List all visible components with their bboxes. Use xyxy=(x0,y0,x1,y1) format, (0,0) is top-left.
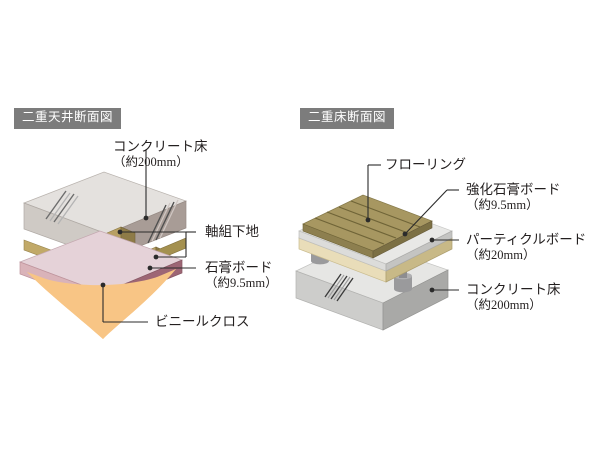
label-floor-reinforced-gypsum-sub: （約9.5mm） xyxy=(466,198,539,213)
ceiling-concrete-slab xyxy=(23,171,187,260)
floor-leader-lines xyxy=(365,164,459,293)
label-ceiling-gypsum-text: 石膏ボード xyxy=(205,260,273,275)
floor-particle-board xyxy=(298,205,453,283)
pedestal xyxy=(394,257,412,293)
label-ceiling-vinyl: ビニールクロス xyxy=(155,314,250,330)
pedestal xyxy=(352,221,368,249)
label-floor-concrete-text: コンクリート床 xyxy=(466,282,561,297)
ceiling-vinyl-cloth xyxy=(27,269,176,339)
plank-seams xyxy=(314,200,421,245)
ceiling-concrete-hatch-left xyxy=(45,190,79,225)
label-floor-flooring-text: フローリング xyxy=(385,157,466,172)
label-ceiling-gypsum-sub: （約9.5mm） xyxy=(205,276,278,291)
ceiling-concrete-hatch-right xyxy=(147,199,179,244)
floor-concrete-slab xyxy=(295,239,449,331)
label-ceiling-framing: 軸組下地 xyxy=(205,224,259,240)
label-ceiling-gypsum: 石膏ボード （約9.5mm） xyxy=(205,260,278,292)
label-ceiling-concrete-sub: （約200mm） xyxy=(113,155,189,170)
label-floor-particle-board-text: パーティクルボード xyxy=(466,232,587,247)
label-floor-flooring: フローリング xyxy=(385,157,466,173)
label-ceiling-concrete-text: コンクリート床 xyxy=(113,139,208,154)
floor-assembly xyxy=(295,164,459,331)
floor-flooring-planks xyxy=(302,194,433,259)
floor-support-pedestals xyxy=(311,221,412,293)
label-ceiling-framing-text: 軸組下地 xyxy=(205,224,259,239)
ceiling-gypsum-board xyxy=(19,230,183,306)
label-floor-concrete-sub: （約200mm） xyxy=(466,298,542,313)
floor-reinforced-gypsum-board xyxy=(298,198,453,272)
panel-title-ceiling: 二重天井断面図 xyxy=(14,108,122,129)
label-floor-reinforced-gypsum-text: 強化石膏ボード xyxy=(466,182,561,197)
label-floor-particle-board: パーティクルボード （約20mm） xyxy=(466,232,586,264)
ceiling-assembly xyxy=(19,150,196,339)
floor-concrete-hatch xyxy=(324,273,354,302)
label-ceiling-concrete: コンクリート床 （約200mm） xyxy=(113,139,208,171)
pedestal xyxy=(311,229,329,265)
label-floor-reinforced-gypsum: 強化石膏ボード （約9.5mm） xyxy=(466,182,561,214)
label-ceiling-vinyl-text: ビニールクロス xyxy=(155,314,250,329)
label-floor-particle-board-sub: （約20mm） xyxy=(466,248,536,263)
ceiling-framing-members xyxy=(23,226,187,282)
panel-title-floor: 二重床断面図 xyxy=(300,108,395,129)
ceiling-leader-lines xyxy=(100,150,196,323)
label-floor-concrete: コンクリート床 （約200mm） xyxy=(466,282,561,314)
